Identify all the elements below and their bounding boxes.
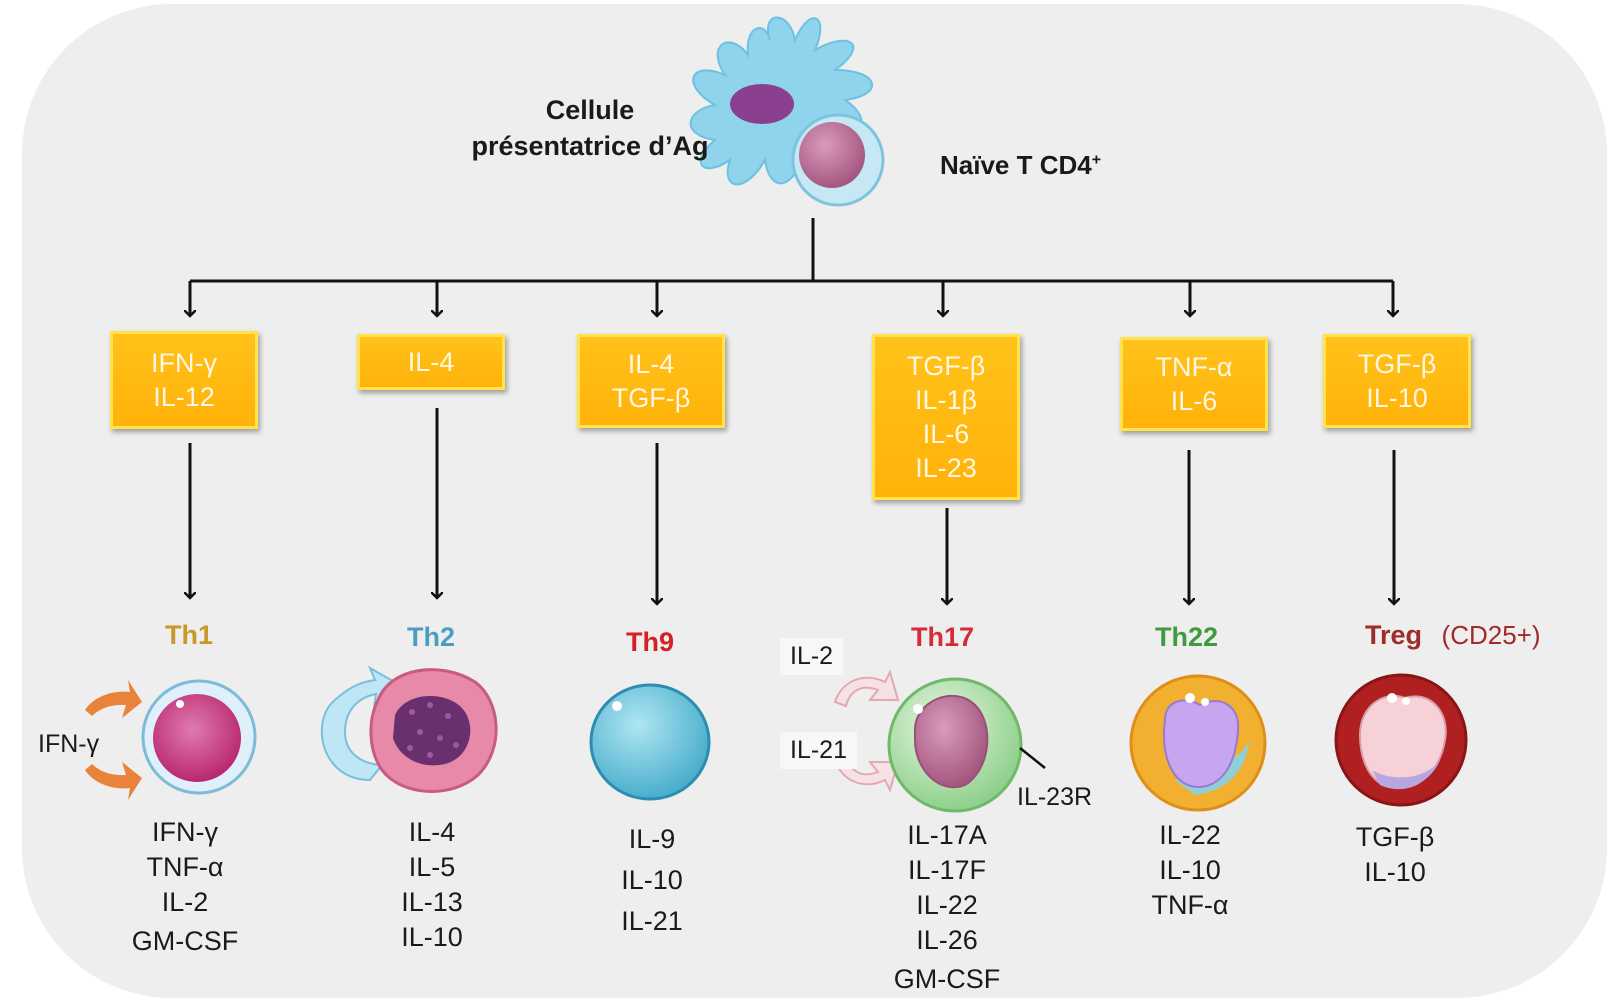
th2-output: IL-4 [408, 817, 456, 847]
th22-input-1: IL-6 [1170, 386, 1218, 416]
th17-input-2: IL-6 [922, 419, 970, 449]
th1-cell-icon [85, 679, 257, 800]
th9-cell-icon [589, 683, 711, 801]
th1-side-label: IFN-γ [38, 730, 100, 758]
th17-side-label-il2: IL-2 [780, 638, 844, 675]
th17-output: IL-17F [907, 855, 987, 885]
treg-note: (CD25+) [1441, 620, 1541, 650]
th17-output: GM-CSF [893, 964, 1001, 994]
th9-input-1: TGF-β [611, 383, 691, 413]
th22-name: Th22 [1155, 622, 1219, 652]
th2-input-0: IL-4 [407, 347, 455, 377]
th9-input-0: IL-4 [627, 349, 675, 379]
th1-outputs: IFN-γ TNF-α IL-2 GM-CSF [110, 815, 260, 959]
treg-input-0: TGF-β [1357, 349, 1437, 379]
th22-input-0: TNF-α [1155, 352, 1233, 382]
th17-receptor-label: IL-23R [1017, 783, 1093, 811]
th22-outputs: IL-22 IL-10 TNF-α [1115, 818, 1265, 923]
treg-outputs: TGF-β IL-10 [1320, 820, 1470, 890]
th22-output: IL-22 [1159, 820, 1221, 850]
th17-side-label-il21: IL-21 [780, 732, 857, 769]
th1-name: Th1 [165, 620, 214, 650]
naive-t-cd4-superscript: + [1091, 151, 1102, 169]
treg-name: Treg (CD25+) [1365, 620, 1541, 651]
th1-output: TNF-α [146, 852, 224, 882]
th2-output: IL-10 [401, 922, 463, 952]
th22-output: TNF-α [1151, 890, 1229, 920]
th2-output: IL-5 [408, 852, 456, 882]
th2-input-box: IL-4 [357, 334, 505, 390]
th9-output: IL-10 [621, 865, 683, 895]
th9-output: IL-21 [621, 906, 683, 936]
naive-t-cell-icon [791, 113, 885, 207]
th22-output: IL-10 [1159, 855, 1221, 885]
th9-output: IL-9 [628, 824, 676, 854]
treg-input-1: IL-10 [1366, 383, 1428, 413]
th17-output: IL-17A [907, 820, 987, 850]
apc-label-line2: présentatrice d’Ag [471, 131, 709, 161]
th17-output: IL-26 [916, 925, 978, 955]
th17-cell-icon [833, 669, 1046, 813]
th17-input-1: IL-1β [914, 385, 978, 415]
th1-input-1: IL-12 [153, 382, 215, 412]
treg-cell-icon [1334, 673, 1468, 807]
th17-name: Th17 [911, 622, 975, 652]
th9-input-box: IL-4 TGF-β [577, 334, 725, 428]
th17-output: IL-22 [916, 890, 978, 920]
treg-output: TGF-β [1355, 822, 1435, 852]
branch-connectors [190, 218, 1394, 604]
th22-cell-icon [1129, 674, 1267, 812]
apc-label: Cellule présentatrice d’Ag [450, 92, 730, 164]
th9-outputs: IL-9 IL-10 IL-21 [577, 822, 727, 945]
th22-input-box: TNF-α IL-6 [1120, 337, 1268, 431]
th17-input-0: TGF-β [906, 351, 986, 381]
naive-t-cd4-text: Naïve T CD4 [940, 150, 1092, 180]
th17-input-3: IL-23 [915, 453, 977, 483]
th2-cell-icon [320, 665, 498, 793]
treg-name-text: Treg [1365, 620, 1423, 650]
th17-input-box: TGF-β IL-1β IL-6 IL-23 [872, 334, 1020, 500]
th1-output: GM-CSF [131, 926, 239, 956]
apc-label-line1: Cellule [545, 95, 635, 125]
th9-name: Th9 [626, 627, 675, 657]
th17-outputs: IL-17A IL-17F IL-22 IL-26 GM-CSF [872, 818, 1022, 997]
th1-input-box: IFN-γ IL-12 [110, 331, 258, 429]
th2-name: Th2 [407, 622, 456, 652]
treg-input-box: TGF-β IL-10 [1323, 334, 1471, 428]
th2-outputs: IL-4 IL-5 IL-13 IL-10 [357, 815, 507, 955]
th1-input-0: IFN-γ [151, 348, 217, 378]
th2-output: IL-13 [401, 887, 463, 917]
treg-output: IL-10 [1364, 857, 1426, 887]
th1-output: IFN-γ [152, 817, 218, 847]
naive-t-cd4-label: Naïve T CD4+ [940, 150, 1101, 181]
th1-output: IL-2 [161, 887, 209, 917]
